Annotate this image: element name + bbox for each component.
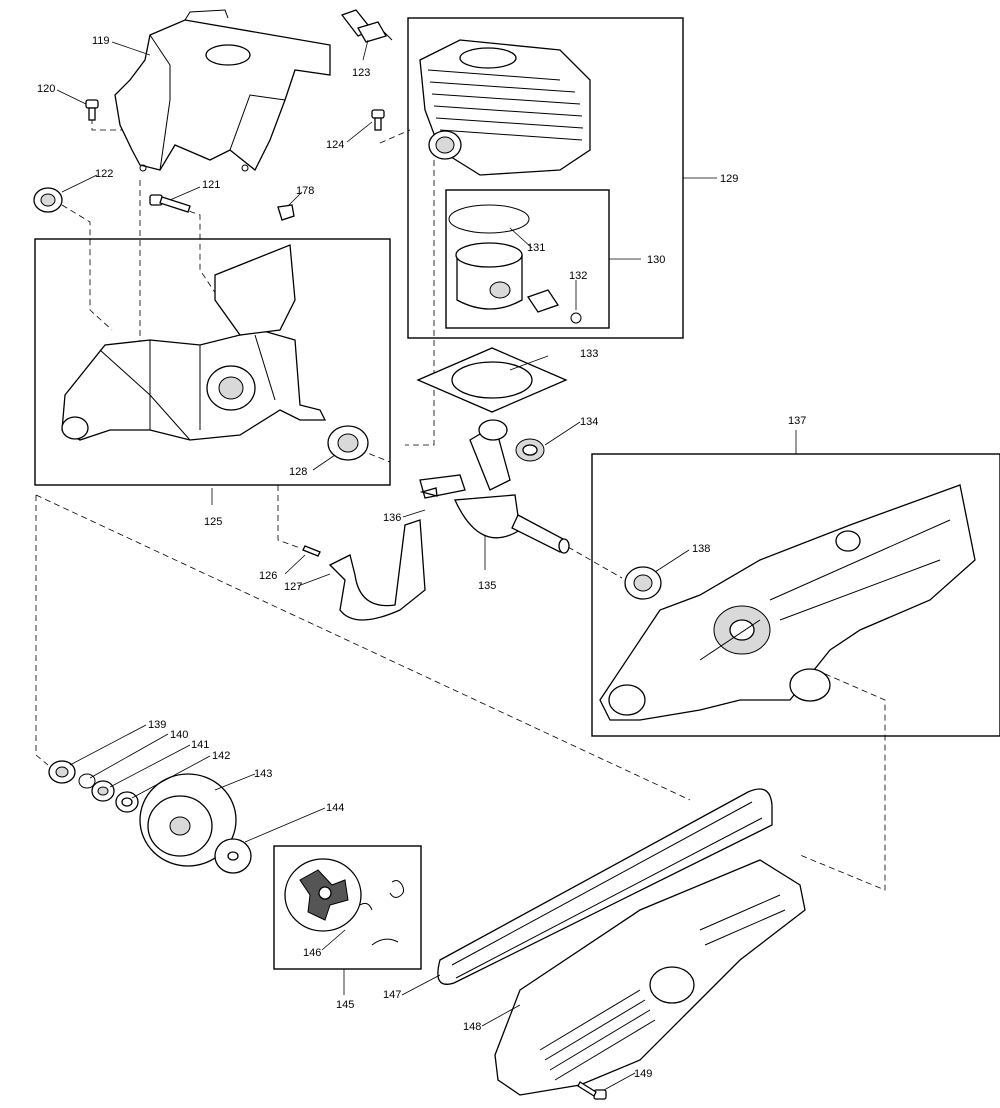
part-129-cylinder xyxy=(419,39,591,176)
label-144: 144 xyxy=(326,802,344,814)
label-122: 122 xyxy=(95,168,113,180)
label-140: 140 xyxy=(170,729,188,741)
label-124: 124 xyxy=(326,139,344,151)
label-127: 127 xyxy=(284,581,302,593)
frame-crankcase-assembly xyxy=(34,238,391,486)
part-141-bearing xyxy=(91,780,115,802)
part-130-piston xyxy=(455,242,523,310)
part-134-bearing xyxy=(515,438,545,462)
label-133: 133 xyxy=(580,348,598,360)
label-121: 121 xyxy=(202,179,220,191)
label-142: 142 xyxy=(212,750,230,762)
label-139: 139 xyxy=(148,719,166,731)
alignment-lines xyxy=(35,118,886,891)
part-149-screw xyxy=(577,1081,607,1100)
label-123: 123 xyxy=(352,67,370,79)
label-130: 130 xyxy=(647,254,665,266)
label-147: 147 xyxy=(383,989,401,1001)
part-121-bolt xyxy=(149,194,191,213)
label-129: 129 xyxy=(720,173,738,185)
label-125: 125 xyxy=(204,516,222,528)
leader-lines xyxy=(56,39,797,1091)
part-143-clutch-drum xyxy=(139,773,237,867)
label-119: 119 xyxy=(92,35,110,47)
part-139-bearing xyxy=(48,760,76,784)
part-138-seal xyxy=(624,566,662,600)
label-138: 138 xyxy=(692,543,710,555)
label-143: 143 xyxy=(254,768,272,780)
part-122-seal xyxy=(33,187,63,213)
part-142-washer xyxy=(115,791,139,813)
label-134: 134 xyxy=(580,416,598,428)
label-136: 136 xyxy=(383,512,401,524)
part-144-washer xyxy=(214,838,252,874)
part-146-clutch xyxy=(284,858,405,946)
label-126: 126 xyxy=(259,570,277,582)
label-120: 120 xyxy=(37,83,55,95)
part-136-key xyxy=(419,487,438,497)
part-127-bracket xyxy=(328,519,426,621)
part-140-circlip xyxy=(78,773,96,789)
part-labels: 119 120 122 121 178 123 124 129 130 131 … xyxy=(37,35,806,1080)
frame-clutch-assembly xyxy=(273,845,422,970)
label-135: 135 xyxy=(478,580,496,592)
label-137: 137 xyxy=(788,415,806,427)
part-120-screw xyxy=(85,99,99,121)
part-137-crankcase-half xyxy=(599,484,976,721)
label-146: 146 xyxy=(303,947,321,959)
part-148-belt-guard xyxy=(494,859,806,1096)
part-124-screw xyxy=(371,109,385,131)
part-128-bearing xyxy=(327,425,369,461)
part-135-crankshaft xyxy=(419,419,570,554)
label-145: 145 xyxy=(336,999,354,1011)
part-147-belt xyxy=(437,788,773,985)
part-123-spark-plug xyxy=(340,9,393,43)
label-132: 132 xyxy=(569,270,587,282)
part-178-clip xyxy=(277,204,295,221)
label-131: 131 xyxy=(527,242,545,254)
label-148: 148 xyxy=(463,1021,481,1033)
part-131-piston-ring xyxy=(448,204,530,234)
part-132-piston-pin xyxy=(526,289,582,324)
part-125-crankcase xyxy=(61,244,327,441)
label-128: 128 xyxy=(289,466,307,478)
part-119-cover xyxy=(114,9,331,172)
part-133-gasket xyxy=(416,347,568,413)
label-141: 141 xyxy=(191,739,209,751)
part-126-pin xyxy=(302,545,321,557)
label-178: 178 xyxy=(296,185,314,197)
label-149: 149 xyxy=(634,1068,652,1080)
